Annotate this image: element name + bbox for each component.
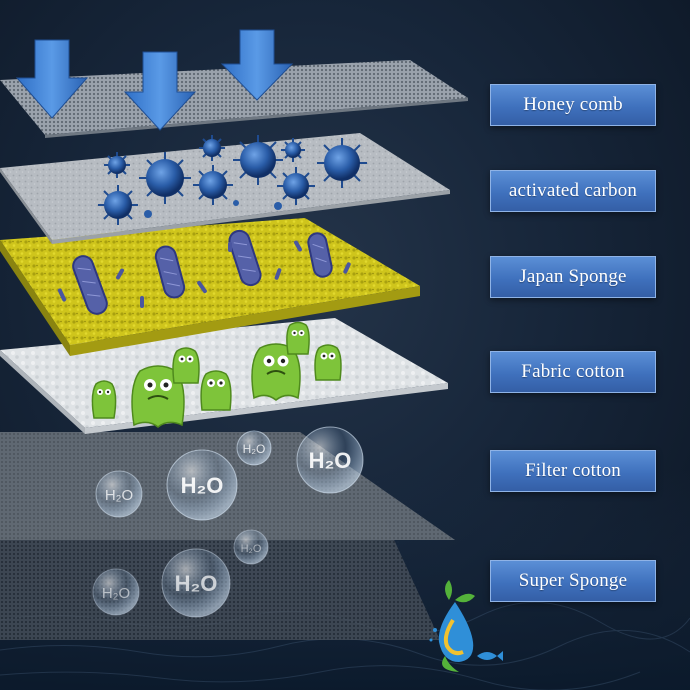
water-bubble: H₂O [161,548,231,618]
layer-label-japan-sponge: Japan Sponge [490,256,656,298]
water-bubble: H₂O [236,430,272,466]
water-bubbles: H₂O H₂O H₂O H₂O H₂O H₂O H₂O [92,426,364,618]
honey-comb-layer [0,60,468,135]
h2o-label: H₂O [175,571,218,596]
virus-icon [317,138,367,188]
virus-icon [104,152,130,178]
germ-icon [251,343,301,401]
bacteria-icon [228,229,262,287]
water-bubble: H₂O [296,426,364,494]
h2o-label: H₂O [243,442,266,456]
bacteria-icon [307,232,333,278]
virus-icon [233,135,283,185]
layer-label-fabric-cotton: Fabric cotton [490,351,656,393]
germ-icon [172,347,200,384]
germ-icon [91,380,117,419]
h2o-label: H₂O [309,448,352,473]
brand-logo-icon [429,580,503,672]
layer-label-activated-carbon: activated carbon [490,170,656,212]
germ-icon [286,321,310,355]
germ-icon [131,365,185,428]
virus-icon [199,135,225,161]
h2o-label: H₂O [102,585,130,602]
bacteria-icon [72,255,108,315]
layer-label-filter-cotton: Filter cotton [490,450,656,492]
virus-icon [281,138,305,162]
virus-icon [139,152,191,204]
arrow-down-icon [15,39,89,119]
virus-icon [277,167,315,205]
arrow-down-icon [123,51,197,131]
water-bubble: H₂O [95,470,143,518]
h2o-label: H₂O [241,543,262,555]
bacteria-particles [57,229,351,315]
germ-icon [200,370,232,411]
germ-icon [314,344,342,381]
arrow-down-icon [220,29,294,101]
water-bubble: H₂O [233,529,269,565]
layer-label-super-sponge: Super Sponge [490,560,656,602]
virus-icon [98,185,138,225]
water-bubble: H₂O [166,449,238,521]
flow-arrows [15,29,294,131]
virus-particles [98,135,367,225]
germ-particles [91,321,342,428]
water-bubble: H₂O [92,568,140,616]
h2o-label: H₂O [181,473,224,498]
layer-label-honey-comb: Honey comb [490,84,656,126]
virus-icon [193,165,233,205]
bacteria-icon [154,245,186,299]
h2o-label: H₂O [105,487,133,504]
